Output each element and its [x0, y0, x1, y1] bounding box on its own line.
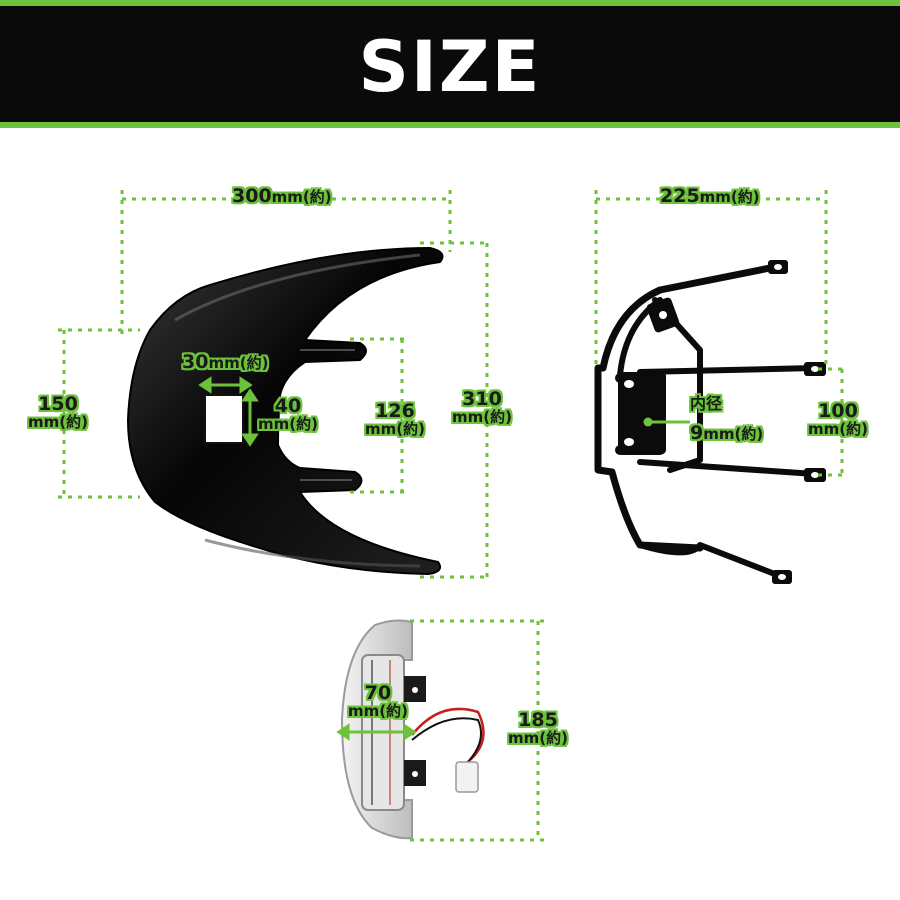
bracket-mount-spacing-label: 100 mm(約)	[808, 400, 868, 438]
visor-hole-height-label: 40 mm(約)	[258, 395, 318, 433]
hole-dimension-arrows	[198, 376, 259, 447]
visor-inner-height-label: 126 mm(約)	[365, 400, 425, 438]
mount-hole	[204, 394, 244, 444]
visor-hole-width-label: 30mm(約)	[182, 351, 269, 373]
inner-diameter-leader	[643, 417, 690, 427]
page-title: SIZE	[358, 26, 542, 108]
bracket-hole-label: 内径	[690, 394, 723, 413]
visor-product	[126, 246, 444, 576]
visor-dimension-lines	[58, 190, 490, 579]
lamp-depth-arrow	[336, 723, 417, 741]
bracket-dimension-lines	[594, 190, 848, 477]
visor-left-height-label: 150 mm(約)	[28, 393, 88, 431]
header-bar: SIZE	[0, 0, 900, 128]
bracket-hole-diameter-label: 9mm(約)	[690, 422, 764, 444]
visor-total-height-label: 310 mm(約)	[452, 388, 512, 426]
lamp-height-label: 185 mm(約)	[508, 709, 568, 747]
bracket-width-label: 225mm(約)	[660, 185, 760, 207]
lamp-dimension-lines	[410, 619, 545, 842]
visor-width-label: 300mm(約)	[232, 185, 332, 207]
lamp-depth-label: 70 mm(約)	[348, 682, 408, 720]
bracket-holes	[624, 264, 819, 580]
